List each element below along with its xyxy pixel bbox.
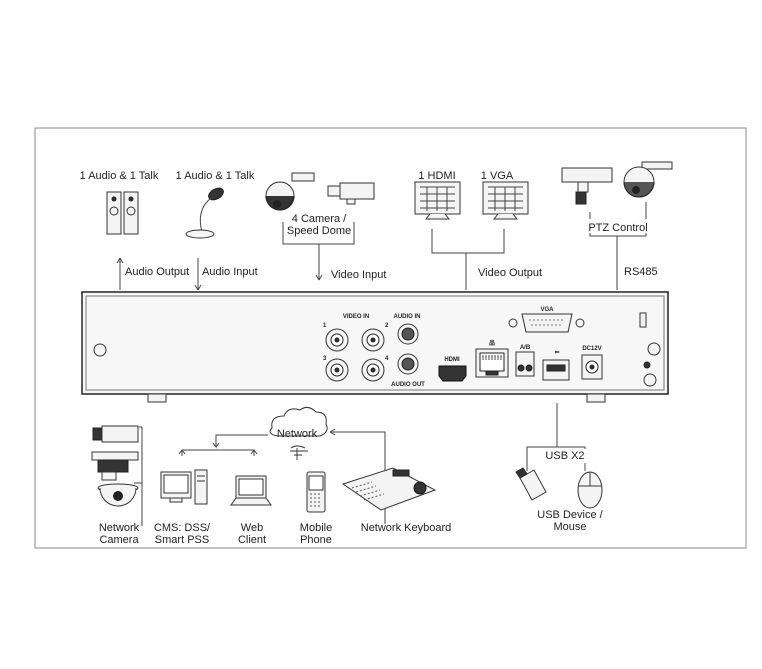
screw-icon: [647, 342, 661, 356]
rs485-label: RS485: [624, 266, 658, 278]
channel-4-label: 4: [385, 356, 389, 362]
hdmi-port-label: HDMI: [444, 357, 460, 363]
screw-icon: [643, 373, 657, 387]
laptop-icon: [230, 475, 272, 506]
vga-label: 1 VGA: [481, 170, 514, 182]
usb-x2-label: USB X2: [545, 450, 584, 462]
audio-input-label: Audio Input: [202, 266, 258, 278]
bnc-port-icon: [325, 328, 349, 352]
channel-3-label: 3: [323, 356, 327, 362]
speaker-icon: [106, 191, 139, 235]
audio-out-label: AUDIO OUT: [391, 382, 425, 388]
network-cloud-icon: [269, 406, 328, 437]
network-port-icon: 品: [489, 339, 495, 347]
rca-port-icon: [397, 353, 419, 375]
rs485-terminal-icon: [515, 351, 535, 377]
network-label: Network: [277, 428, 318, 440]
mobile-phone-icon: [306, 471, 326, 513]
channel-2-label: 2: [385, 323, 389, 329]
audio-output-label: Audio Output: [125, 266, 189, 278]
desktop-pc-icon: [160, 469, 208, 505]
network-ptz-icon: [91, 451, 139, 481]
vga-monitor-icon: [482, 181, 529, 220]
box-camera-icon: [327, 182, 375, 205]
network-keyboard-icon: [341, 467, 437, 511]
dc-power-port-icon: [581, 354, 603, 380]
audio-in-label: AUDIO IN: [394, 314, 421, 320]
usb-device-label: USB Device /Mouse: [537, 509, 603, 533]
ptz-camera-icon: [561, 167, 613, 205]
video-in-label: VIDEO IN: [343, 314, 369, 320]
ptz-dome-icon: [623, 161, 673, 198]
channel-1-label: 1: [323, 323, 327, 329]
ground-icon: [643, 361, 651, 369]
ethernet-port-icon: [475, 348, 509, 378]
usb-drive-icon: [515, 467, 547, 501]
hdmi-port-icon: [438, 365, 467, 382]
vga-port-icon: [508, 313, 585, 333]
mouse-icon: [577, 471, 603, 509]
bnc-port-icon: [361, 328, 385, 352]
dc-label: DC12V: [582, 346, 601, 352]
hdmi-monitor-icon: [414, 181, 461, 220]
network-keyboard-label: Network Keyboard: [361, 522, 452, 534]
ptz-control-label: PTZ Control: [588, 222, 647, 234]
vga-port-label: VGA: [540, 307, 554, 313]
video-output-label: Video Output: [478, 267, 542, 279]
video-output-bracket-line: [431, 229, 505, 254]
hdmi-label: 1 HDMI: [418, 170, 455, 182]
bnc-port-icon: [361, 358, 385, 382]
video-input-label: Video Input: [331, 269, 386, 281]
ab-label: A/B: [520, 345, 531, 351]
audio-out-device-label: 1 Audio & 1 Talk: [80, 170, 159, 182]
bnc-port-icon: [325, 358, 349, 382]
speed-dome-icon: [265, 172, 315, 211]
microphone-icon: [185, 187, 224, 239]
rca-port-icon: [397, 323, 419, 345]
usb-symbol-icon: ⇐: [554, 350, 559, 356]
camera-label: 4 Camera /Speed Dome: [287, 213, 351, 237]
cms-label: CMS: DSS/Smart PSS: [154, 522, 211, 546]
audio-in-device-label: 1 Audio & 1 Talk: [176, 170, 255, 182]
network-box-camera-icon: [92, 425, 139, 443]
label-sticker-icon: [639, 312, 647, 328]
screw-icon: [93, 343, 107, 357]
network-dome-icon: [97, 483, 139, 507]
